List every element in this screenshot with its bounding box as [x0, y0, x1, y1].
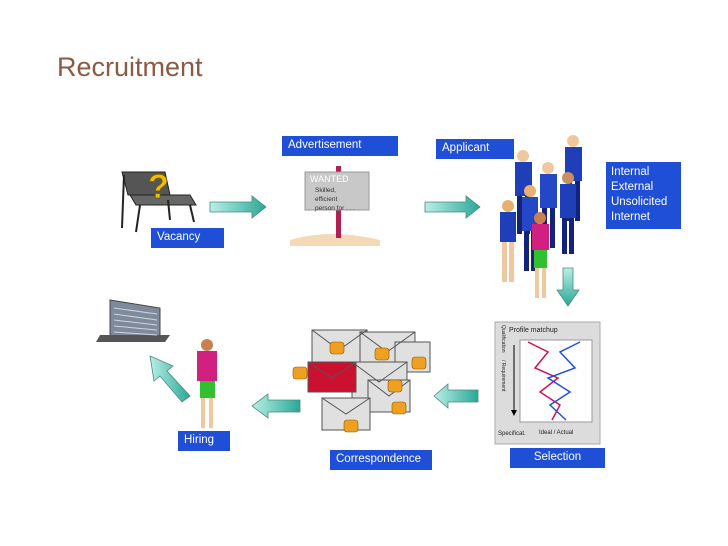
envelopes-icon: [292, 329, 431, 433]
flow-arrow-correspondence-to-hiring: [251, 393, 301, 419]
page-title: Recruitment: [57, 52, 203, 82]
applicants-icon: [500, 135, 582, 298]
wanted-sign-icon: [290, 166, 380, 246]
flow-arrow-hiring-to-building: [149, 355, 191, 403]
profile-title: Profile matchup: [509, 327, 558, 334]
flow-arrow-ad-to-applicant: [424, 195, 481, 219]
flow-arrow-vacancy-to-ad: [209, 195, 267, 219]
source-item: External: [611, 181, 654, 193]
advertisement-label: Advertisement: [282, 136, 398, 156]
sign-line: person for . . .: [315, 205, 356, 212]
profile-matchup-chart: [494, 321, 601, 445]
vacancy-label: Vacancy: [151, 228, 224, 248]
flow-arrow-applicant-to-selection: [556, 267, 580, 307]
hired-person-icon: [197, 339, 217, 428]
source-item: Unsolicited: [611, 196, 668, 208]
source-item: Internet: [611, 211, 650, 223]
flow-arrow-selection-to-correspondence: [433, 383, 479, 409]
applicant-sources-box: Internal External Unsolicited Internet: [606, 162, 681, 229]
profile-vertical-label-1: Qualification: [500, 325, 506, 353]
selection-label: Selection: [510, 448, 605, 468]
profile-vertical-label-2: / Requirement: [500, 359, 506, 392]
source-item: Internal: [611, 166, 650, 178]
building-icon: [96, 299, 170, 342]
profile-bottom-right: Ideal / Actual: [539, 430, 574, 436]
hiring-label: Hiring: [178, 431, 230, 451]
chair-icon: ?: [121, 168, 197, 233]
applicant-label: Applicant: [436, 139, 514, 159]
sign-line: efficient: [315, 196, 338, 203]
correspondence-label: Correspondence: [330, 450, 432, 470]
profile-bottom-left: Specificat.: [498, 431, 526, 437]
profile-vertical-label: Qualification / Requirement: [500, 325, 506, 415]
sign-heading: WANTED: [310, 174, 349, 184]
svg-text:?: ?: [148, 168, 169, 206]
sign-line: Skilled,: [315, 187, 336, 194]
sign-text: Skilled, efficient person for . . .: [315, 186, 355, 213]
